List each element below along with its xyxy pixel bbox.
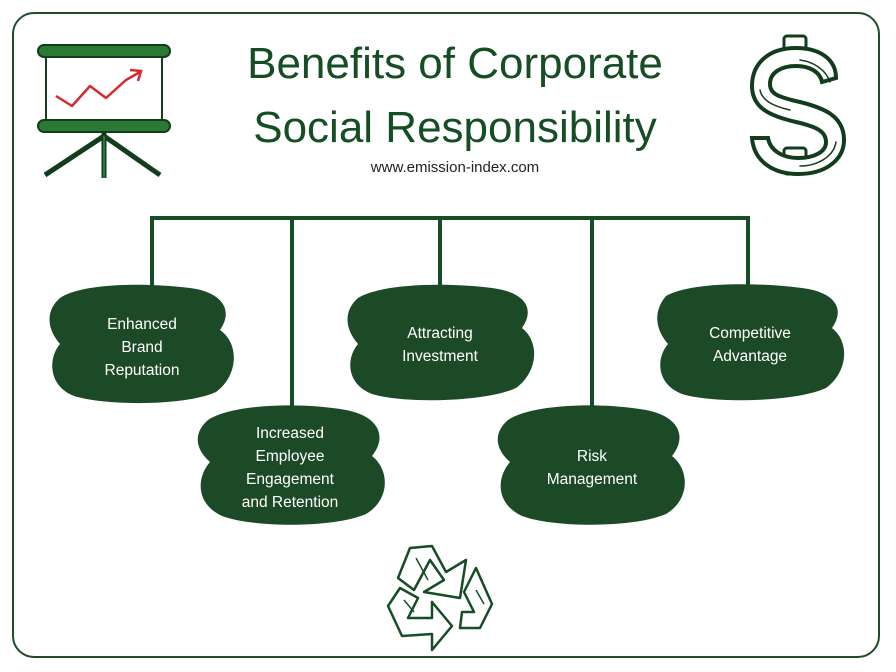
benefit-text-line: Advantage <box>712 348 788 365</box>
benefit-increased-employee-engagement: Increased Employee Engagement and Retent… <box>200 420 380 516</box>
recycle-icon <box>386 544 494 652</box>
benefit-text-line: Management <box>546 471 638 488</box>
benefit-text-line: and Retention <box>241 494 339 511</box>
benefit-text-line: Increased <box>255 425 325 442</box>
benefit-text-line: Attracting <box>407 325 473 342</box>
benefit-text-line: Brand <box>121 338 163 356</box>
benefit-text-line: Engagement <box>246 471 334 488</box>
blob-increased-employee-engagement <box>197 405 385 525</box>
benefit-competitive-advantage: Competitive Advantage <box>662 300 838 390</box>
benefit-text-line: Employee <box>255 448 325 465</box>
benefit-text-line: Enhanced <box>107 315 177 333</box>
benefit-blobs <box>49 284 845 525</box>
blob-enhanced-brand-reputation <box>49 284 234 404</box>
blob-risk-management <box>497 405 685 525</box>
benefit-attracting-investment: Attracting Investment <box>352 300 528 390</box>
benefit-risk-management: Risk Management <box>502 420 682 516</box>
benefit-text-line: Reputation <box>104 361 180 379</box>
benefit-text-line: Risk <box>576 448 608 465</box>
title-line-1: Benefits of Corporate <box>247 39 663 88</box>
title-line-2: Social Responsibility <box>253 103 657 152</box>
benefit-enhanced-brand-reputation: Enhanced Brand Reputation <box>56 300 228 394</box>
connector-lines <box>150 216 750 410</box>
blob-competitive-advantage <box>657 284 845 401</box>
website-url: www.emission-index.com <box>370 159 540 176</box>
benefit-text-line: Investment <box>402 348 478 365</box>
presentation-board-icon <box>37 44 171 178</box>
benefit-text-line: Competitive <box>709 325 791 342</box>
blob-attracting-investment <box>347 284 535 401</box>
dollar-sign-icon <box>749 34 847 177</box>
page-frame <box>12 12 880 658</box>
